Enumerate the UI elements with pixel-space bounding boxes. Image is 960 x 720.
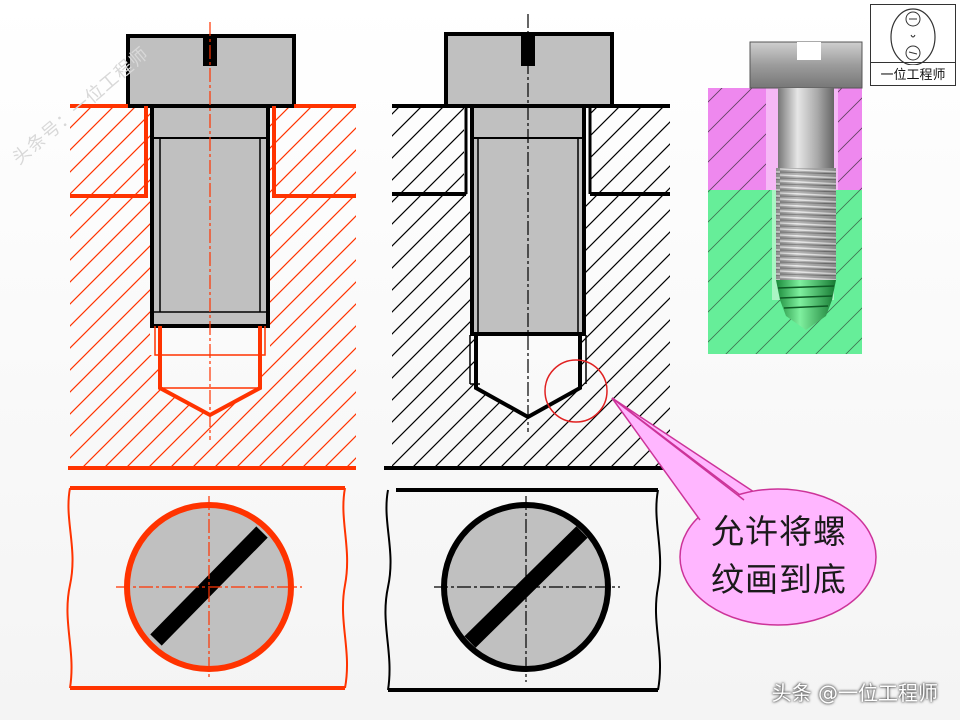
red-section-view: [68, 22, 356, 470]
highlight-circle: [544, 359, 608, 423]
logo-label: 一位工程师: [871, 62, 955, 83]
red-top-view: [66, 486, 349, 690]
callout-text: 允许将螺 纹画到底: [690, 508, 868, 604]
callout-bubble: [611, 397, 877, 626]
screw-3d-illustration: [708, 41, 863, 354]
black-section-view: [384, 14, 672, 470]
screw-slot: [150, 526, 268, 646]
top-plate-hatch-right: [270, 106, 356, 196]
top-plate-hatch-left: [392, 106, 464, 194]
bottom-watermark: 头条 @一位工程师: [771, 681, 938, 705]
top-plate-hatch-left: [70, 106, 150, 196]
black-top-view: [384, 488, 662, 692]
head-slot-3d: [797, 42, 821, 60]
base-plate-hatch: [70, 196, 356, 468]
callout-line-1: 允许将螺: [711, 512, 847, 551]
logo-emblem-icon: [890, 8, 936, 65]
callout-line-2: 纹画到底: [711, 560, 847, 599]
bolt-shank-3d: [778, 88, 834, 168]
logo-box: 一位工程师: [870, 4, 956, 86]
base-plate-hatch: [392, 194, 670, 468]
hole-bottom-tip: [776, 280, 836, 330]
top-plate-hatch-right: [590, 106, 670, 194]
